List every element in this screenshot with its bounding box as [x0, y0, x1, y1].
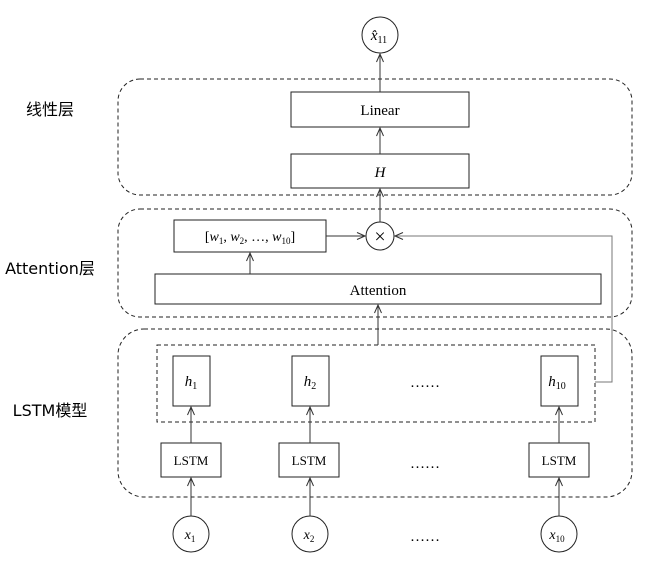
inputs-ellipsis: ……	[410, 529, 440, 545]
weights-label: [w1, w2, …, w10]	[205, 230, 295, 246]
hidden-state-h2: h2	[291, 355, 330, 407]
linear-layer-label: 线性层	[26, 100, 74, 119]
attention-layer-label: Attention层	[5, 259, 95, 278]
svg-text:x2: x2	[303, 528, 315, 544]
svg-text:h10: h10	[548, 374, 566, 392]
svg-text:x10: x10	[548, 528, 565, 544]
svg-text:x1: x1	[184, 528, 196, 544]
lstm-cell-10: LSTM	[528, 442, 590, 478]
lstm-layer-container	[117, 328, 633, 498]
h-matrix-box	[290, 153, 470, 189]
svg-text:LSTM: LSTM	[292, 453, 327, 468]
arrow-hidden-skip-to-multiply	[395, 236, 613, 383]
lstm-layer-label: LSTM模型	[13, 401, 88, 420]
input-x1: x1	[172, 515, 210, 553]
linear-box-label: Linear	[360, 103, 399, 119]
input-x10: x10	[540, 515, 578, 553]
hidden-states-ellipsis: ……	[410, 375, 440, 391]
lstm-cell-1: LSTM	[160, 442, 222, 478]
svg-text:h2: h2	[304, 374, 317, 392]
svg-text:LSTM: LSTM	[542, 453, 577, 468]
hidden-state-h10: h10	[540, 355, 579, 407]
multiply-symbol: ×	[374, 226, 385, 248]
connector-arrows	[191, 54, 613, 516]
linear-layer-container	[117, 78, 633, 196]
output-subscript: 11	[378, 35, 388, 46]
weights-box	[173, 219, 327, 253]
svg-text:LSTM: LSTM	[174, 453, 209, 468]
multiply-node: ×	[365, 221, 395, 251]
input-x2: x2	[291, 515, 329, 553]
attention-layer-container	[117, 208, 633, 318]
output-node: x̂11	[361, 16, 399, 54]
lstm-cells-ellipsis: ……	[410, 456, 440, 472]
attention-box-label: Attention	[350, 283, 407, 299]
svg-text:x̂11: x̂11	[370, 28, 387, 46]
lstm-cell-2: LSTM	[278, 442, 340, 478]
output-symbol: x̂	[370, 28, 378, 44]
hidden-state-h1: h1	[172, 355, 211, 407]
hidden-states-group	[156, 344, 596, 423]
attention-box	[154, 273, 602, 305]
svg-text:h1: h1	[185, 374, 198, 392]
h-matrix-label: H	[374, 165, 387, 181]
